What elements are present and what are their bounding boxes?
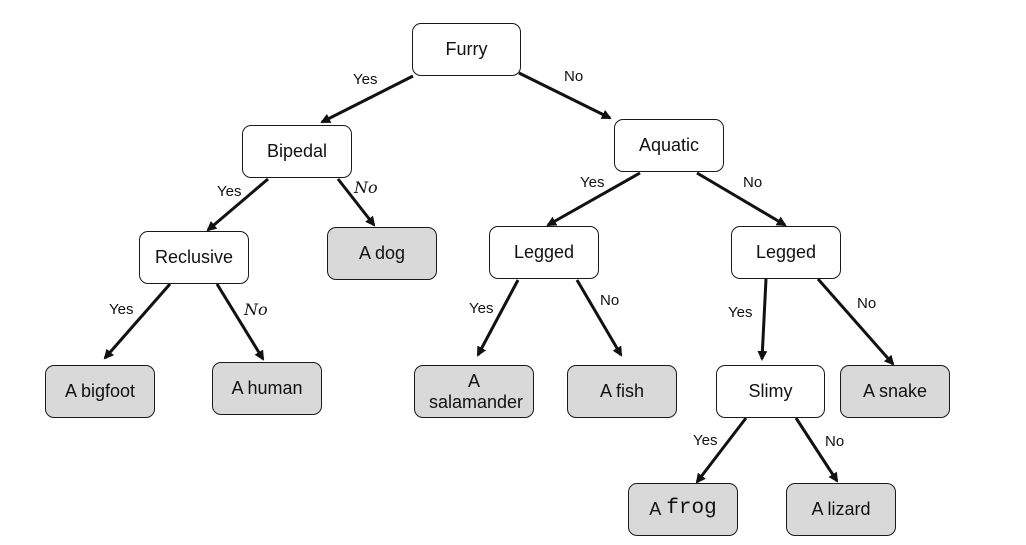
edge-label-aquatic-yes: Yes [580, 174, 605, 191]
edge-reclusive-human [215, 283, 265, 361]
edge-label-bipedal-no: No [354, 178, 378, 197]
edge-label-bipedal-yes: Yes [217, 183, 242, 200]
node-slimy-label: Slimy [748, 381, 793, 402]
edge-label-furry-yes: Yes [353, 71, 378, 88]
leaf-human: A human [212, 362, 322, 415]
edge-label-slimy-no: No [825, 433, 845, 450]
node-reclusive-label: Reclusive [154, 247, 234, 268]
edge-label-legged-aquatic-no: No [600, 292, 620, 309]
leaf-frog-prefix: A [649, 499, 662, 520]
node-legged-aquatic: Legged [489, 226, 599, 279]
leaf-dog: A dog [327, 227, 437, 280]
edge-legged-aquatic-salamander [476, 279, 520, 357]
leaf-salamander-label: A salamander [429, 370, 524, 412]
leaf-snake: A snake [840, 365, 950, 418]
edge-furry-bipedal [320, 74, 414, 124]
node-aquatic: Aquatic [614, 119, 724, 172]
node-reclusive: Reclusive [139, 231, 249, 284]
edge-label-slimy-yes: Yes [693, 432, 718, 449]
edge-label-reclusive-no: No [244, 300, 268, 319]
node-aquatic-label: Aquatic [638, 135, 700, 156]
edge-label-aquatic-no: No [743, 174, 763, 191]
leaf-fish: A fish [567, 365, 677, 418]
leaf-lizard-label: A lizard [811, 499, 871, 520]
leaf-bigfoot-label: A bigfoot [64, 381, 136, 402]
leaf-lizard: A lizard [786, 483, 896, 536]
edge-bipedal-reclusive [206, 177, 269, 232]
leaf-frog-word: frog [666, 497, 717, 521]
node-furry-label: Furry [445, 39, 488, 60]
edge-bipedal-dog [336, 178, 376, 227]
edge-slimy-frog [695, 417, 748, 484]
edge-label-legged-aquatic-yes: Yes [469, 300, 494, 317]
node-legged-land-label: Legged [755, 242, 817, 263]
edge-furry-aquatic [518, 71, 612, 120]
leaf-bigfoot: A bigfoot [45, 365, 155, 418]
edge-aquatic-legged-land [696, 171, 787, 227]
edge-slimy-lizard [794, 417, 839, 483]
edge-reclusive-bigfoot [103, 283, 172, 360]
node-legged-land: Legged [731, 226, 841, 279]
node-furry: Furry [412, 23, 521, 76]
edge-label-legged-land-no: No [857, 295, 877, 312]
edge-legged-land-snake [816, 278, 895, 366]
node-legged-aquatic-label: Legged [513, 242, 575, 263]
node-bipedal: Bipedal [242, 125, 352, 178]
edge-label-furry-no: No [564, 68, 584, 85]
node-slimy: Slimy [716, 365, 825, 418]
leaf-dog-label: A dog [358, 243, 406, 264]
node-bipedal-label: Bipedal [266, 141, 328, 162]
edge-aquatic-legged-aquatic [546, 171, 641, 227]
leaf-frog: A frog [628, 483, 738, 536]
edge-legged-land-slimy [757, 278, 768, 361]
leaf-fish-label: A fish [599, 381, 645, 402]
leaf-human-label: A human [231, 378, 303, 399]
edge-label-legged-land-yes: Yes [728, 304, 753, 321]
edge-label-reclusive-yes: Yes [109, 301, 134, 318]
leaf-snake-label: A snake [862, 381, 928, 402]
leaf-salamander: A salamander [414, 365, 534, 418]
edge-legged-aquatic-fish [575, 279, 623, 357]
